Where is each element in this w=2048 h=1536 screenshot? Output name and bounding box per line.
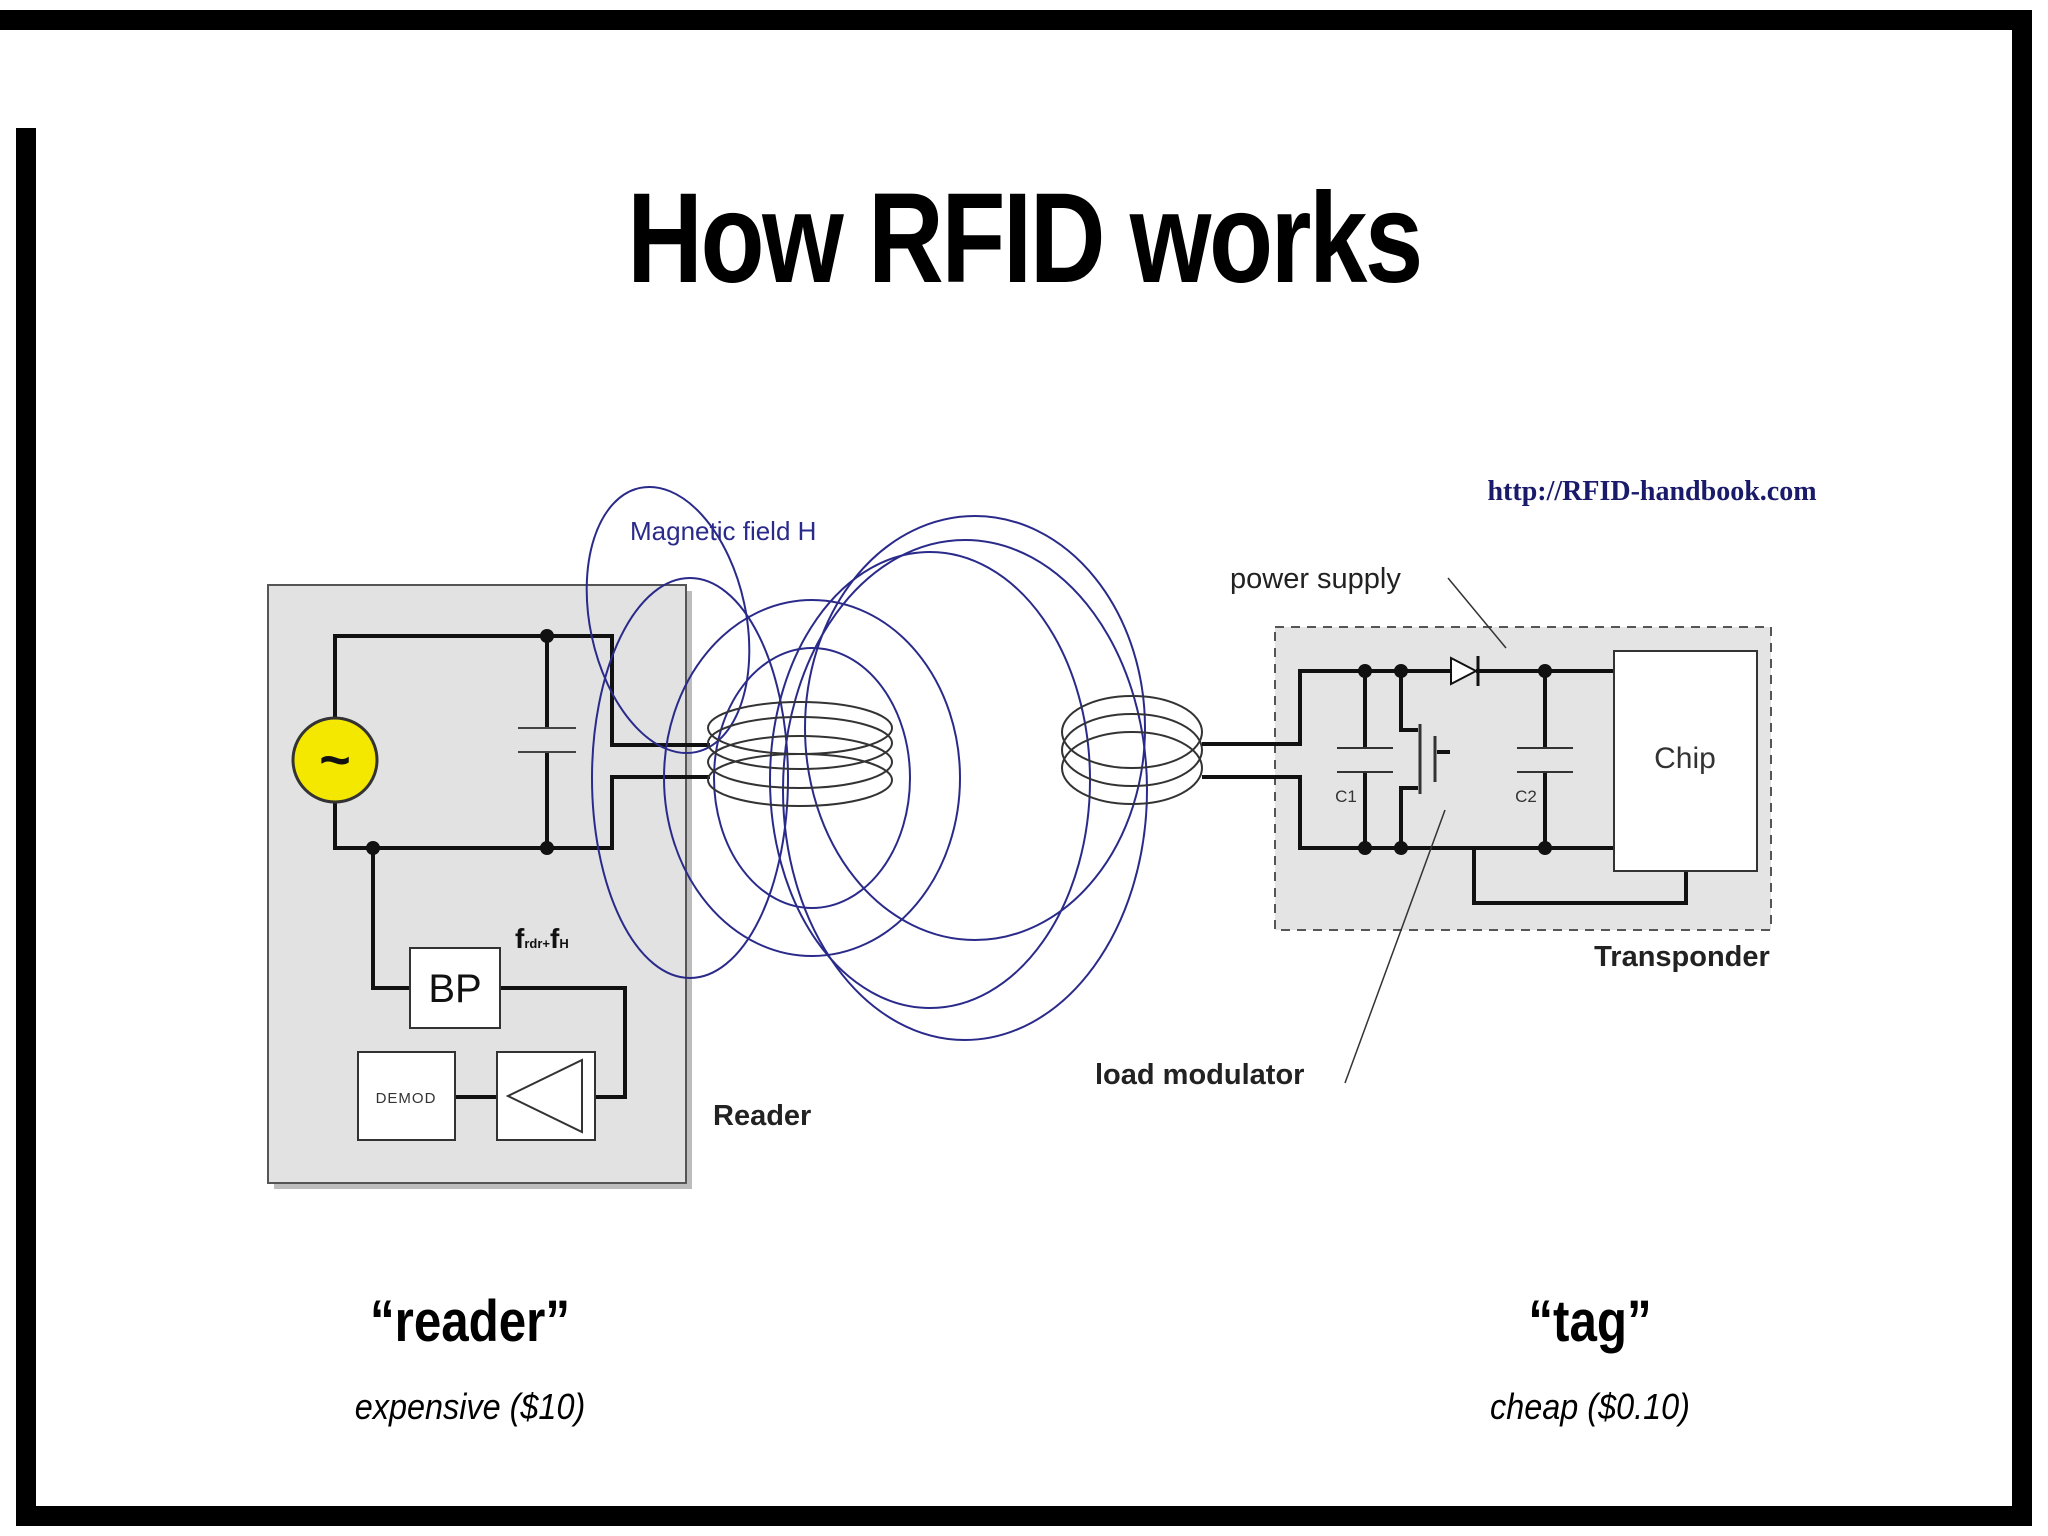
frequency-label: frdr+fH [515,923,569,954]
rectifier-diode [1450,656,1479,686]
source-url-label: http://RFID-handbook.com [1487,476,1816,507]
chip-label: Chip [1654,742,1716,775]
load-modulator-leader [1344,809,1446,1084]
reader-box [267,584,687,1184]
ac-source [291,716,379,804]
magnetic-field-lines [585,485,1148,1041]
amplifier-symbol [505,1058,583,1134]
chip-block [1613,650,1758,872]
reader-circuit [333,634,710,1099]
power-supply-label: power supply [1230,563,1401,595]
c2-label: C2 [1515,787,1537,806]
magnetic-field-label: Magnetic field H [630,516,816,546]
power-supply-leader [1447,577,1507,649]
demodulator-label: DEMOD [376,1090,437,1107]
tag-caption-title: “tag” [1528,1289,1652,1354]
amplifier-block [496,1051,596,1141]
transponder-capacitors [1337,724,1573,794]
bandpass-block [409,947,501,1029]
tag-caption-cost: cheap ($0.10) [1490,1386,1690,1427]
slide-border-bottom [16,1506,2032,1526]
reader-coil [707,701,893,807]
reader-label: Reader [713,1100,811,1132]
reader-junctions [366,629,554,855]
bandpass-label: BP [428,967,481,1011]
transponder-junctions [1358,664,1552,855]
demodulator-block [357,1051,456,1141]
slide-border-right [2012,10,2032,1526]
transponder-label: Transponder [1594,941,1770,973]
reader-caption-title: “reader” [369,1289,571,1354]
ac-source-symbol: ~ [319,730,351,790]
load-modulator-label: load modulator [1095,1059,1304,1091]
slide-border-left [16,128,36,1526]
reader-caption-cost: expensive ($10) [354,1386,586,1427]
slide-title: How RFID works [627,167,1423,310]
tag-coil [1061,695,1203,805]
reader-capacitor [518,727,576,753]
slide-border-top [0,10,2032,30]
c1-label: C1 [1335,787,1357,806]
